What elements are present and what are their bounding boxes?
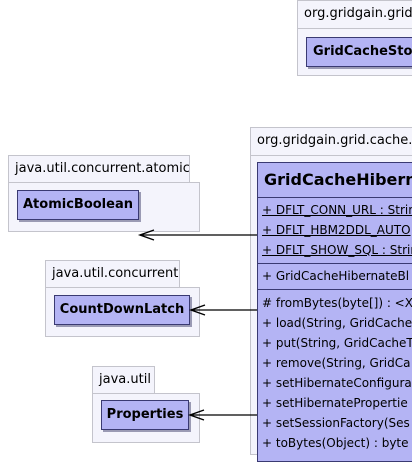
class-box-atomicboolean[interactable]: AtomicBoolean (17, 190, 139, 220)
class-box-countdownlatch[interactable]: CountDownLatch (54, 295, 190, 325)
arrowhead-icon (188, 304, 206, 316)
arrowhead-icon (187, 409, 205, 421)
package-tab-main: org.gridgain.grid.cache.s (250, 127, 412, 155)
method-row: # fromBytes(byte[]) : <X (262, 296, 412, 310)
class-box-top[interactable]: GridCacheSto (306, 37, 412, 67)
package-tab-atomic: java.util.concurrent.atomic (8, 155, 190, 182)
dependency-arrows (137, 229, 257, 421)
class-title-main: GridCacheHibern (258, 163, 412, 198)
class-box-main[interactable]: GridCacheHibern + DFLT_CONN_URL : Strin … (257, 162, 412, 462)
method-row: + setHibernateConfigura (262, 376, 412, 390)
class-constructors: + GridCacheHibernateBl (258, 264, 412, 290)
constructor-row: + GridCacheHibernateBl (262, 269, 410, 283)
arrowhead-icon (137, 229, 155, 241)
method-row: + load(String, GridCache (262, 316, 412, 330)
method-row: + setHibernatePropertie (262, 396, 408, 410)
method-row: + put(String, GridCacheT (262, 336, 412, 350)
package-tab-top: org.gridgain.grid. (297, 0, 412, 28)
class-box-properties[interactable]: Properties (101, 400, 189, 430)
method-row: + setSessionFactory(Ses (262, 416, 410, 430)
method-row: + remove(String, GridCa (262, 356, 411, 370)
package-tab-util: java.util (92, 366, 155, 393)
field-row: + DFLT_SHOW_SQL : Strin (262, 243, 412, 257)
field-row: + DFLT_CONN_URL : Strin (262, 203, 412, 217)
class-fields: + DFLT_CONN_URL : Strin + DFLT_HBM2DDL_A… (258, 198, 412, 264)
package-tab-concurrent: java.util.concurrent (45, 260, 180, 287)
field-row: + DFLT_HBM2DDL_AUTO (262, 223, 411, 237)
